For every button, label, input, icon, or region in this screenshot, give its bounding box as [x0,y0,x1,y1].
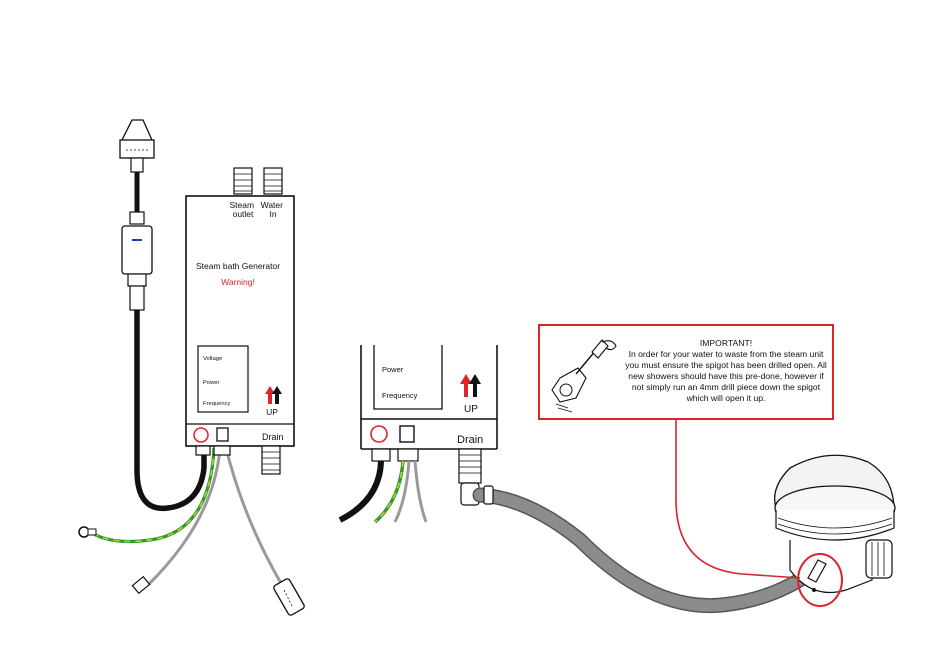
power-switch [216,427,229,442]
zoom-frequency-label: Frequency [382,391,418,400]
spigot-highlight-circle [797,553,843,607]
drain-fitting [261,445,281,475]
earth-ring-terminal [78,526,97,538]
zoom-mains-cable [338,460,384,523]
zoomed-unit-section [360,345,498,450]
mains-cable [134,310,207,512]
important-text: IMPORTANT! In order for your water to wa… [622,338,830,404]
generator-warning: Warning! [221,277,255,287]
zoom-up-label: UP [464,404,478,415]
water-in-label: Water In [261,200,286,219]
generator-info-panel [197,345,249,413]
zoom-drain-label: Drain [457,434,483,446]
up-arrows-icon [265,386,282,404]
generator-title: Steam bath Generator [196,261,280,271]
water-in-fitting [263,167,283,195]
zoom-up-arrows-icon [460,374,481,397]
up-label: UP [266,407,278,417]
zoom-sensor-wire-2 [413,460,428,523]
callout-line [675,420,801,579]
shower-waste-trap [773,454,896,594]
panel-frequency-label: Frequency [203,401,230,407]
power-plug [119,119,155,173]
zoom-sensor-wire-1 [393,460,411,523]
zoom-power-switch [399,425,415,443]
earth-wire [91,447,216,544]
drain-hose [472,487,820,614]
zoom-power-indicator-light [370,425,388,443]
drain-label: Drain [262,432,284,442]
drill-icon [551,339,617,413]
important-title: IMPORTANT! [699,338,753,348]
panel-power-label: Power [203,380,220,386]
steam-outlet-label: Steam outlet [230,200,257,219]
cable-glands [195,445,231,456]
steam-outlet-fitting [233,167,253,195]
sensor-plug-right [273,578,305,616]
zoom-drain-fitting [458,448,482,506]
zoom-power-label: Power [382,365,404,374]
power-indicator-light [193,427,209,443]
spigot [807,559,827,592]
hose-clip [483,485,494,505]
zoom-earth-wire [373,460,405,524]
panel-voltage-label: Voltage [203,356,222,362]
important-body: In order for your water to waste from th… [625,349,827,403]
inline-fuse-connector [121,211,153,311]
zoom-cable-glands [371,448,419,462]
sensor-wire-right [224,447,284,586]
sensor-wire-left [146,447,222,587]
sensor-connector-left [131,575,151,595]
important-callout: IMPORTANT! In order for your water to wa… [538,324,834,420]
